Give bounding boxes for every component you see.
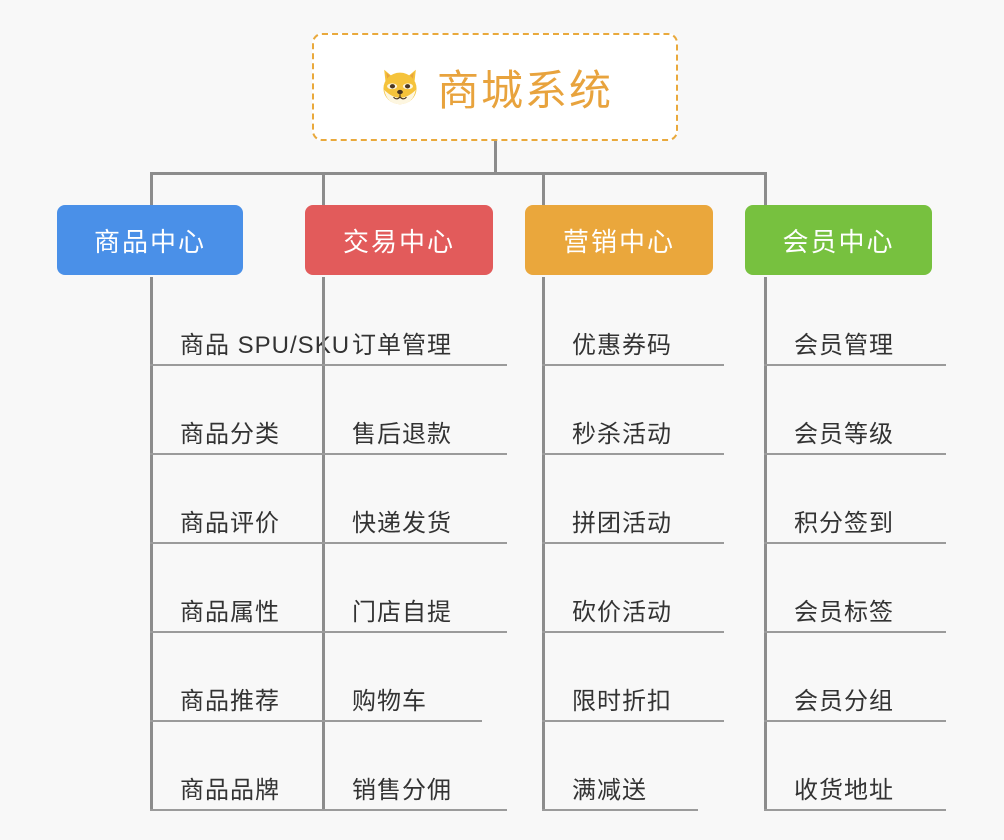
leaf-item[interactable]: 商品 SPU/SKU xyxy=(150,277,384,366)
leaf-item[interactable]: 秒杀活动 xyxy=(542,366,724,455)
branch-header-trade-center[interactable]: 交易中心 xyxy=(305,205,493,275)
root-stem-line xyxy=(494,141,497,172)
leaf-item[interactable]: 快递发货 xyxy=(322,455,507,544)
leaf-item[interactable]: 会员标签 xyxy=(764,544,946,633)
leaf-item-label: 快递发货 xyxy=(352,510,452,537)
leaf-underline xyxy=(322,809,507,811)
leaf-underline xyxy=(322,631,507,633)
leaf-item-label: 秒杀活动 xyxy=(572,421,672,448)
leaf-underline xyxy=(322,720,482,722)
leaf-item-label: 订单管理 xyxy=(352,332,452,359)
leaf-item[interactable]: 购物车 xyxy=(322,633,482,722)
leaf-item[interactable]: 商品评价 xyxy=(150,455,350,544)
leaf-item[interactable]: 销售分佣 xyxy=(322,722,507,811)
leaf-item-label: 商品评价 xyxy=(180,510,280,537)
leaf-column-member-center: 会员管理会员等级积分签到会员标签会员分组收货地址 xyxy=(764,277,946,811)
leaf-underline xyxy=(764,453,946,455)
leaf-underline xyxy=(542,542,724,544)
leaf-underline xyxy=(542,453,724,455)
leaf-item-label: 限时折扣 xyxy=(572,688,672,715)
leaf-column-marketing-center: 优惠券码秒杀活动拼团活动砍价活动限时折扣满减送 xyxy=(542,277,724,811)
leaf-underline xyxy=(322,542,507,544)
leaf-item-label: 商品分类 xyxy=(180,421,280,448)
leaf-item[interactable]: 商品推荐 xyxy=(150,633,350,722)
leaf-item-label: 优惠券码 xyxy=(572,332,672,359)
leaf-underline xyxy=(150,364,384,366)
leaf-item[interactable]: 优惠券码 xyxy=(542,277,724,366)
branch-header-marketing-center[interactable]: 营销中心 xyxy=(525,205,713,275)
leaf-underline xyxy=(322,364,507,366)
leaf-item[interactable]: 门店自提 xyxy=(322,544,507,633)
leaf-item-label: 会员标签 xyxy=(794,599,894,626)
leaf-underline xyxy=(764,364,946,366)
leaf-underline xyxy=(764,720,946,722)
leaf-item-label: 商品品牌 xyxy=(180,777,280,804)
leaf-item-label: 积分签到 xyxy=(794,510,894,537)
leaf-item-label: 门店自提 xyxy=(352,599,452,626)
leaf-underline xyxy=(150,809,338,811)
leaf-item-label: 商品属性 xyxy=(180,599,280,626)
leaf-item-label: 收货地址 xyxy=(794,777,894,804)
leaf-item-label: 售后退款 xyxy=(352,421,452,448)
branch-drop-line-2 xyxy=(542,172,545,205)
leaf-underline xyxy=(542,364,724,366)
branch-header-label: 商品中心 xyxy=(93,226,206,257)
leaf-underline xyxy=(542,720,724,722)
leaf-item[interactable]: 商品分类 xyxy=(150,366,350,455)
leaf-item[interactable]: 拼团活动 xyxy=(542,455,724,544)
leaf-item[interactable]: 限时折扣 xyxy=(542,633,724,722)
leaf-item[interactable]: 会员分组 xyxy=(764,633,946,722)
leaf-underline xyxy=(764,809,946,811)
leaf-item-label: 会员分组 xyxy=(794,688,894,715)
leaf-item-label: 销售分佣 xyxy=(352,777,452,804)
leaf-spine-line xyxy=(150,277,153,811)
leaf-item[interactable]: 商品品牌 xyxy=(150,722,350,811)
leaf-underline xyxy=(764,542,946,544)
branch-drop-line-3 xyxy=(764,172,767,205)
leaf-item-label: 商品推荐 xyxy=(180,688,280,715)
leaf-item[interactable]: 积分签到 xyxy=(764,455,946,544)
leaf-item-label: 购物车 xyxy=(352,688,427,715)
leaf-item[interactable]: 砍价活动 xyxy=(542,544,724,633)
leaf-item-label: 会员管理 xyxy=(794,332,894,359)
leaf-spine-line xyxy=(322,277,325,811)
leaf-column-product-center: 商品 SPU/SKU 商品分类商品评价商品属性商品推荐商品品牌 xyxy=(150,277,384,811)
leaf-underline xyxy=(542,809,698,811)
leaf-item[interactable]: 满减送 xyxy=(542,722,698,811)
leaf-item[interactable]: 商品属性 xyxy=(150,544,350,633)
bus-line xyxy=(150,172,767,175)
leaf-item[interactable]: 会员管理 xyxy=(764,277,946,366)
leaf-item[interactable]: 会员等级 xyxy=(764,366,946,455)
leaf-item-label: 拼团活动 xyxy=(572,510,672,537)
root-title: 商城系统 xyxy=(436,66,613,114)
leaf-underline xyxy=(150,542,338,544)
branch-header-label: 营销中心 xyxy=(562,226,675,257)
leaf-item[interactable]: 收货地址 xyxy=(764,722,946,811)
leaf-underline xyxy=(542,631,724,633)
leaf-item-label: 砍价活动 xyxy=(572,599,672,626)
shiba-dog-face-icon xyxy=(377,64,423,110)
leaf-spine-line xyxy=(764,277,767,811)
leaf-underline xyxy=(764,631,946,633)
leaf-item[interactable]: 订单管理 xyxy=(322,277,507,366)
root-node[interactable]: 商城系统 xyxy=(312,33,678,141)
leaf-item-label: 会员等级 xyxy=(794,421,894,448)
leaf-underline xyxy=(150,631,338,633)
branch-header-member-center[interactable]: 会员中心 xyxy=(745,205,932,275)
leaf-item[interactable]: 售后退款 xyxy=(322,366,507,455)
leaf-item-label: 商品 SPU/SKU xyxy=(180,332,351,359)
leaf-underline xyxy=(150,453,338,455)
leaf-spine-line xyxy=(542,277,545,811)
branch-header-product-center[interactable]: 商品中心 xyxy=(57,205,243,275)
leaf-item-label: 满减送 xyxy=(572,777,647,804)
branch-header-label: 会员中心 xyxy=(782,226,895,257)
leaf-underline xyxy=(322,453,507,455)
leaf-underline xyxy=(150,720,338,722)
leaf-column-trade-center: 订单管理售后退款快递发货门店自提购物车销售分佣 xyxy=(322,277,507,811)
branch-drop-line-0 xyxy=(150,172,153,205)
branch-drop-line-1 xyxy=(322,172,325,205)
branch-header-label: 交易中心 xyxy=(342,226,455,257)
